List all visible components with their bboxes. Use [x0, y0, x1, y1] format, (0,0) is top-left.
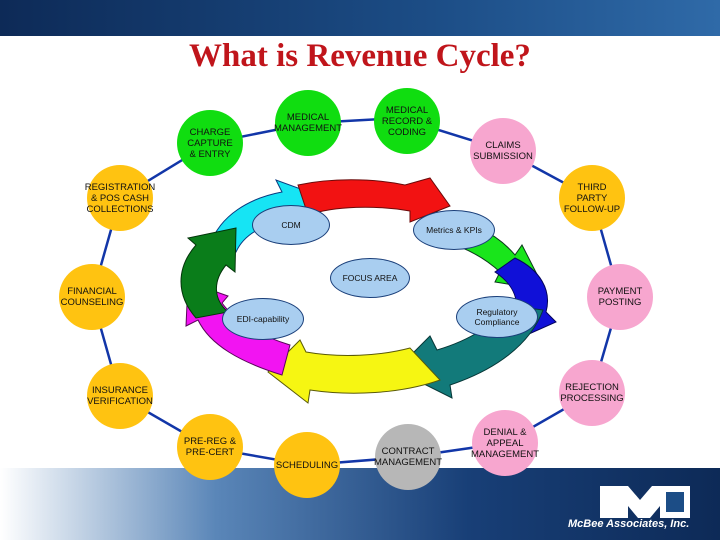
- inner-metrics-kpis: Metrics & KPIs: [413, 210, 495, 250]
- top-banner: [0, 0, 720, 36]
- stage-scheduling: SCHEDULING: [274, 432, 340, 498]
- stage-medical-management: MEDICAL MANAGEMENT: [274, 90, 342, 156]
- mcbee-logo: [600, 486, 690, 518]
- yellow-arrow: [267, 339, 441, 404]
- stage-registration-pos-cash-collections: REGISTRATION & POS CASH COLLECTIONS: [85, 165, 155, 231]
- stage-rejection-processing: REJECTION PROCESSING: [559, 360, 625, 426]
- inner-regulatory-compliance: Regulatory Compliance: [456, 296, 538, 338]
- slide-title: What is Revenue Cycle?: [189, 38, 531, 74]
- inner-cdm: CDM: [252, 205, 330, 245]
- stage-charge-capture-entry: CHARGE CAPTURE & ENTRY: [177, 110, 243, 176]
- stage-financial-counseling: FINANCIAL COUNSELING: [59, 264, 125, 330]
- inner-edi-capability: EDI-capability: [222, 298, 304, 340]
- stage-insurance-verification: INSURANCE VERIFICATION: [87, 363, 153, 429]
- stage-denial-appeal-management: DENIAL & APPEAL MANAGEMENT: [471, 410, 539, 476]
- company-name: McBee Associates, Inc.: [568, 518, 690, 530]
- stage-pre-reg-pre-cert: PRE-REG & PRE-CERT: [177, 414, 243, 480]
- stage-third-party-follow-up: THIRD PARTY FOLLOW-UP: [559, 165, 625, 231]
- stage-payment-posting: PAYMENT POSTING: [587, 264, 653, 330]
- stage-medical-record-coding: MEDICAL RECORD & CODING: [374, 88, 440, 154]
- stage-contract-management: CONTRACT MANAGEMENT: [374, 424, 442, 490]
- dark-green-arrow: [180, 227, 237, 319]
- inner-focus-area: FOCUS AREA: [330, 258, 410, 298]
- stage-claims-submission: CLAIMS SUBMISSION: [470, 118, 536, 184]
